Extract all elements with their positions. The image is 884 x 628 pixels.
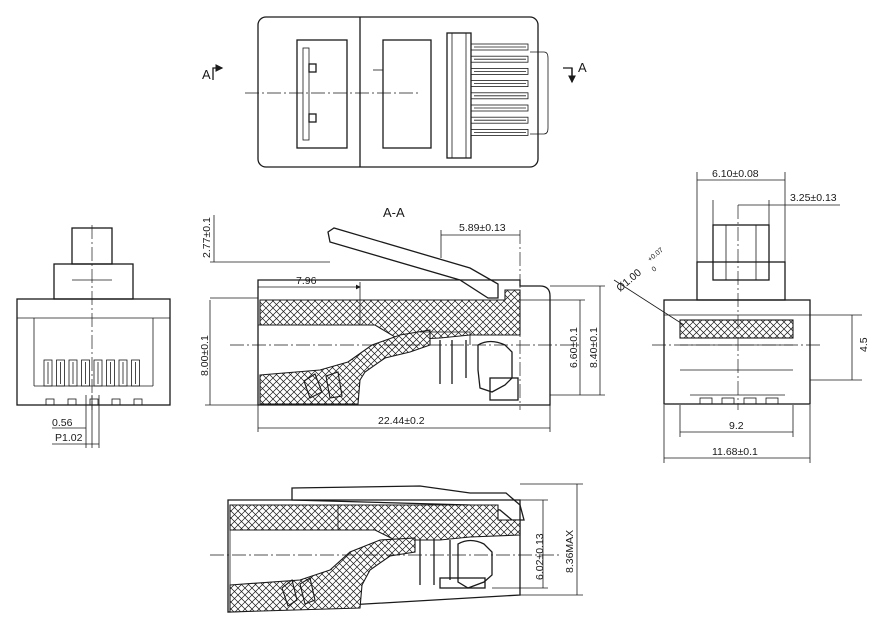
bottom-foot: [67, 398, 77, 406]
bottom-foot: [765, 397, 779, 405]
contact-pin: [470, 92, 529, 100]
contact-pin: [470, 68, 529, 75]
dim-diameter-tol-lower: 0: [651, 266, 659, 274]
top-view: [212, 16, 576, 168]
bottom-foot: [721, 397, 735, 405]
dim-0-56: 0.56: [52, 417, 73, 429]
contact-pin: [106, 359, 115, 387]
dim-6-02: 6.02±0.13: [534, 533, 546, 580]
contact-pin: [118, 359, 128, 387]
contact-pin: [470, 43, 529, 51]
contact-pin: [470, 128, 529, 136]
contact-pin: [470, 116, 529, 124]
section-a-a-view: [205, 215, 605, 432]
dim-4-5: 4.5: [858, 337, 870, 352]
bottom-foot: [111, 398, 121, 406]
contact-pin: [43, 359, 53, 387]
dim-6-10: 6.10±0.08: [712, 168, 759, 180]
front-view: [16, 225, 171, 448]
dim-3-25: 3.25±0.13: [790, 192, 837, 204]
bottom-foot: [45, 398, 55, 406]
section-marker-right: A: [578, 60, 587, 75]
contact-pin: [470, 104, 529, 112]
contact-pin: [470, 80, 529, 87]
section-title: A-A: [383, 205, 405, 220]
bottom-foot: [699, 397, 713, 405]
bottom-foot: [133, 398, 143, 406]
dim-2-77: 2.77±0.1: [201, 217, 213, 258]
dim-22-44: 22.44±0.2: [378, 415, 425, 427]
bottom-foot: [89, 398, 99, 406]
section-marker-left: A: [202, 67, 211, 82]
contact-pin: [131, 359, 140, 387]
dim-5-89: 5.89±0.13: [459, 222, 506, 234]
end-view: [613, 172, 862, 463]
contact-pin: [68, 359, 78, 387]
contact-pin: [81, 359, 90, 387]
bottom-foot: [743, 397, 757, 405]
contact-pin: [470, 55, 529, 63]
bottom-side-view: [210, 483, 583, 613]
dim-8-40: 8.40±0.1: [588, 327, 600, 368]
dim-11-68: 11.68±0.1: [712, 446, 758, 458]
dim-9-2: 9.2: [729, 420, 744, 432]
dim-diameter-tol-upper: +0.07: [647, 247, 665, 264]
dim-8-36-max: 8.36MAX: [564, 530, 576, 573]
dim-6-60: 6.60±0.1: [568, 327, 580, 368]
dim-7-96: 7.96: [296, 275, 317, 287]
dim-8-00: 8.00±0.1: [199, 335, 211, 376]
contact-pin: [93, 359, 103, 387]
dim-pitch-1-02: P1.02: [55, 432, 83, 444]
contact-pin: [56, 359, 65, 387]
